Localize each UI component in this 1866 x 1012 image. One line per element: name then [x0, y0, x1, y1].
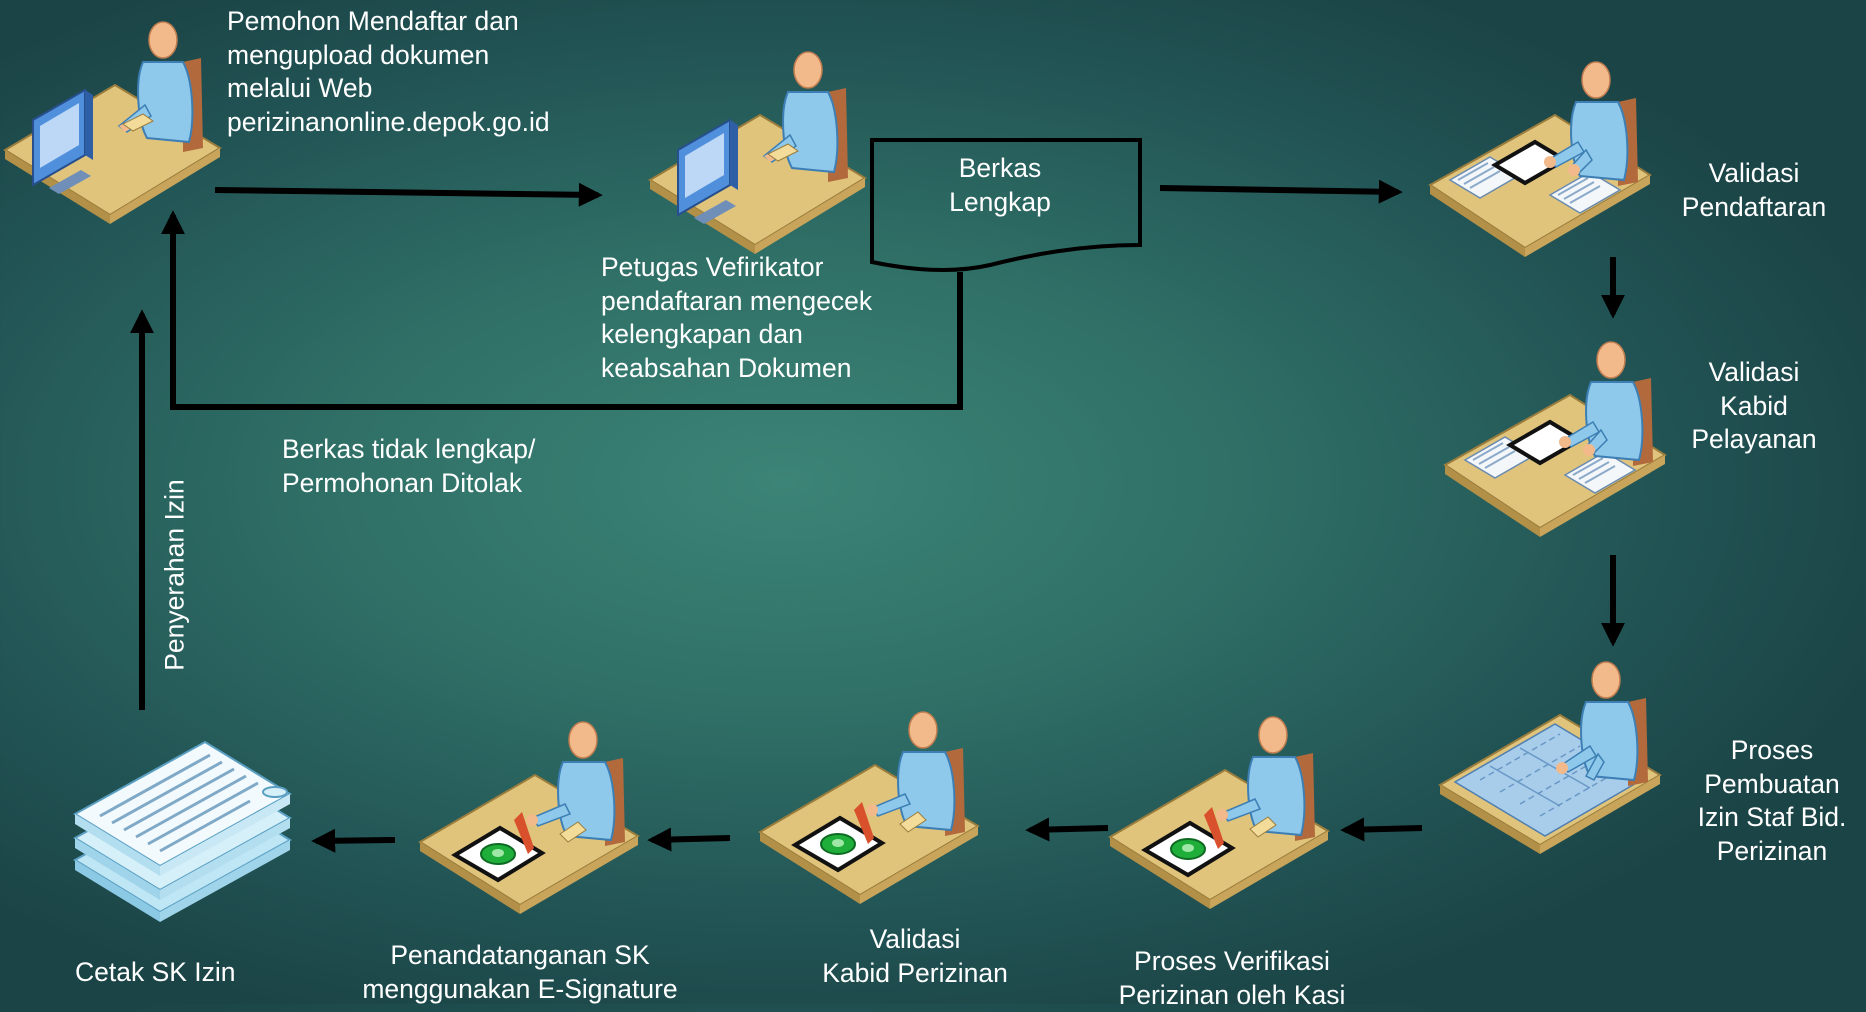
arrow-berkas-ditolak	[161, 210, 963, 410]
label-cetak-sk-izin: Cetak SK Izin	[75, 957, 236, 987]
label-penyerahan-izin: Penyerahan Izin	[159, 479, 190, 671]
arrow-to-cetak	[311, 828, 396, 853]
flow-arrows	[130, 179, 1625, 853]
label-proses-verifikasi: Proses Verifikasi Perizinan oleh Kasi	[1118, 946, 1346, 1010]
label-berkas-ditolak: Berkas tidak lengkap/ Permohonan Ditolak	[282, 434, 536, 498]
stacked-documents-icon	[73, 740, 292, 922]
berkas-lengkap-document-shape	[870, 138, 1142, 272]
arrow-to-validasi-kabid-perizinan	[1025, 817, 1109, 842]
person-stamping-document-icon	[758, 710, 980, 906]
label-petugas-verifikator: Petugas Vefirikator pendaftaran mengecek…	[601, 252, 873, 383]
person-at-computer-icon	[649, 51, 866, 255]
label-validasi-kabid-perizinan: Validasi Kabid Perizinan	[822, 924, 1008, 988]
person-at-computer-icon	[4, 21, 221, 225]
arrow-to-penandatanganan	[647, 827, 731, 852]
person-drafting-blueprint-icon	[1439, 661, 1661, 855]
person-stamping-document-icon	[418, 720, 640, 916]
person-reviewing-documents-icon	[1428, 60, 1652, 259]
arrow-to-verifikator	[214, 182, 603, 207]
person-stamping-document-icon	[1108, 715, 1330, 911]
label-validasi-kabid-pelayanan: Validasi Kabid Pelayanan	[1691, 357, 1817, 454]
label-validasi-pendaftaran: Validasi Pendaftaran	[1681, 158, 1827, 222]
arrow-to-proses-verifikasi	[1340, 817, 1423, 842]
label-berkas-lengkap: Berkas Lengkap	[949, 153, 1051, 217]
label-proses-pembuatan: Proses Pembuatan Izin Staf Bid. Perizina…	[1697, 735, 1847, 866]
arrow-to-validasi-pendaftaran	[1159, 179, 1403, 204]
label-penandatanganan: Penandatanganan SK menggunakan E-Signatu…	[362, 940, 678, 1004]
person-reviewing-documents-icon	[1443, 340, 1667, 539]
label-pemohon: Pemohon Mendaftar dan mengupload dokumen…	[227, 6, 550, 137]
